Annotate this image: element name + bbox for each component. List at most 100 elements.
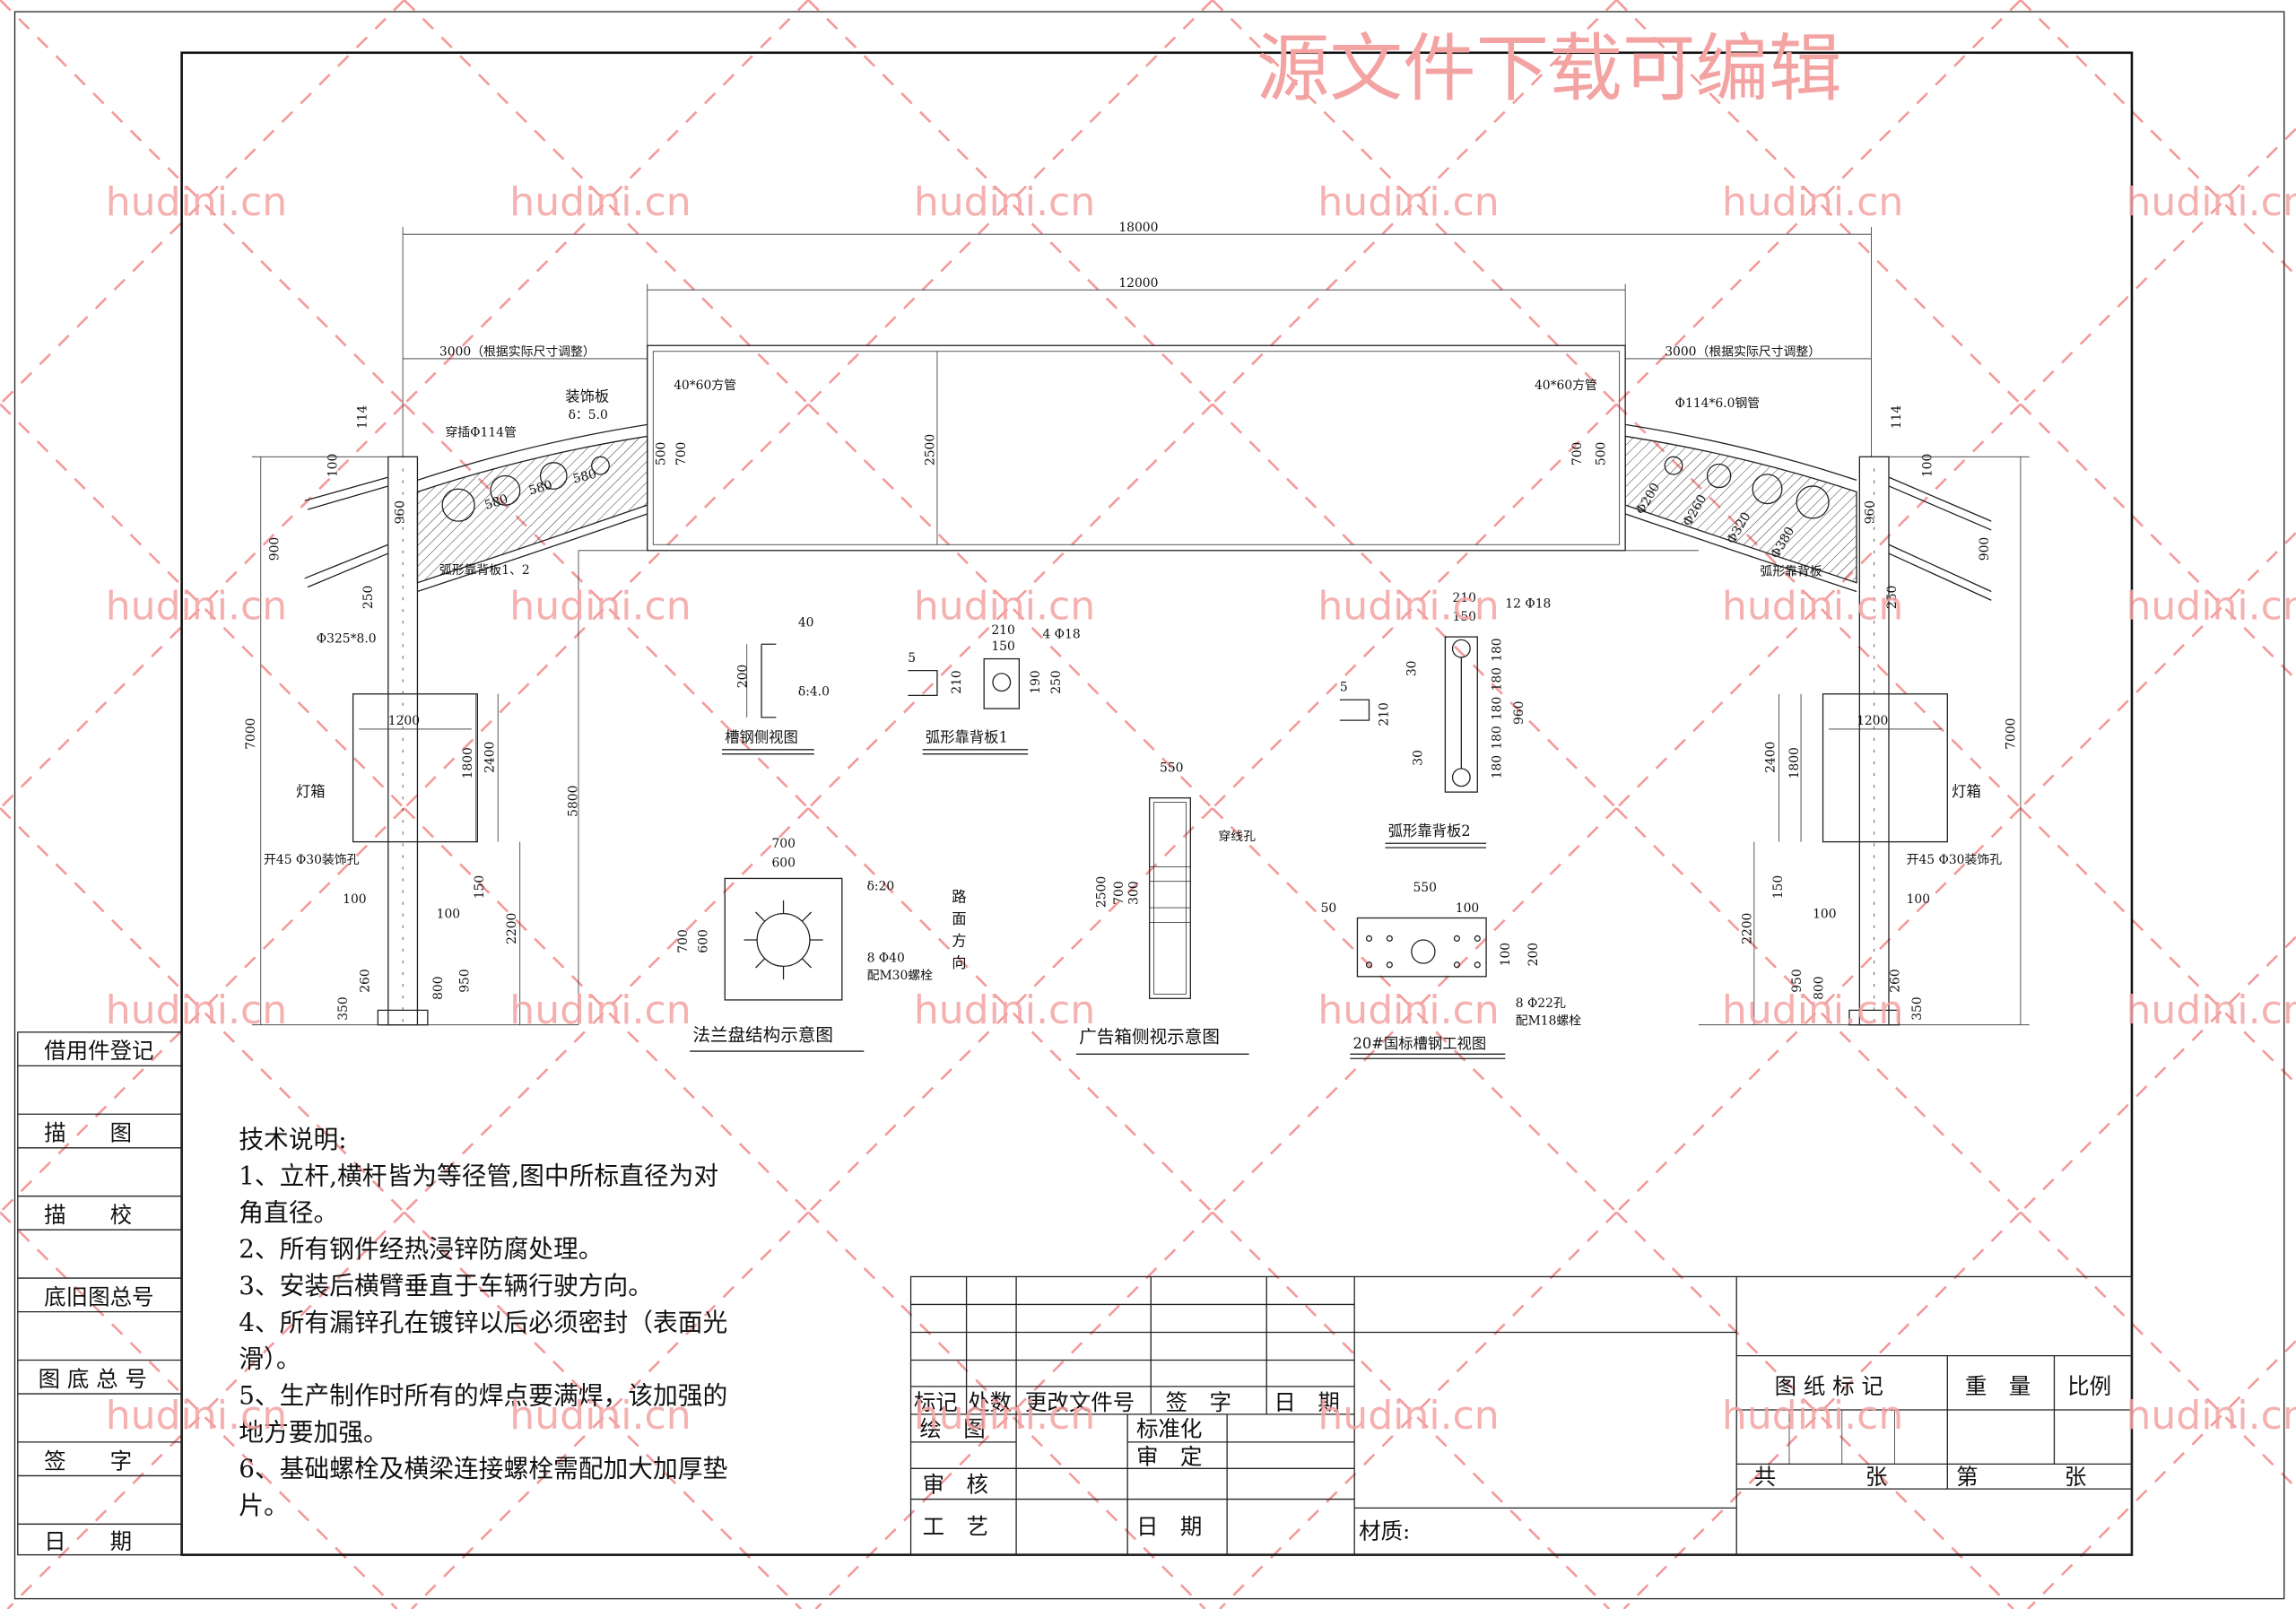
- dim-thickness: δ:4.0: [798, 684, 830, 699]
- label-checked: 审 核: [923, 1471, 988, 1497]
- main-elevation: 18000 12000 3000（根据实际尺寸调整） 3000（根据实际尺寸调整…: [244, 221, 2030, 1026]
- label-total: 共: [1754, 1464, 1776, 1490]
- rev-header: 签 字: [1166, 1389, 1231, 1415]
- watermark-site: hudini.cn: [2126, 1393, 2296, 1439]
- dim-lamp-h2: 2400: [483, 742, 497, 773]
- watermark-site: hudini.cn: [914, 987, 1095, 1033]
- detail-channel-front: 550 50 100 100 200 8 Φ22孔 配M18螺栓 20#国标槽钢…: [1321, 881, 1582, 1059]
- watermark-line: [0, 807, 405, 1213]
- watermark-line: [403, 403, 810, 810]
- dim-total-height: 7000: [244, 718, 258, 750]
- watermark-site: hudini.cn: [509, 987, 691, 1033]
- dim-250: 250: [361, 586, 376, 609]
- dim-100: 100: [437, 908, 460, 922]
- note-line: 地方要加强。: [239, 1417, 388, 1447]
- watermark-line: [403, 1211, 803, 1609]
- watermark-line: [1211, 403, 1618, 810]
- watermark-line: [410, 1211, 810, 1609]
- dim-pitch: 180: [1490, 726, 1504, 749]
- dim-100: 100: [1813, 908, 1836, 922]
- watermark-line: [1615, 403, 2022, 810]
- dim-edge: 30: [1411, 750, 1425, 766]
- dim-height: 2500: [1095, 876, 1109, 908]
- watermark-line: [807, 0, 1213, 405]
- watermark-site: hudini.cn: [2126, 987, 2296, 1033]
- watermark-title: 源文件下载可编辑: [1257, 26, 1842, 111]
- watermark-site: hudini.cn: [2126, 584, 2296, 630]
- dim-height: 960: [1512, 701, 1526, 725]
- dim-100: 100: [1920, 454, 1935, 477]
- label-deco-holes: 开45 Φ30装饰孔: [264, 853, 360, 867]
- reg-label: 图 底 总 号: [39, 1366, 147, 1392]
- watermark-line: [1211, 807, 1618, 1213]
- watermark-site: hudini.cn: [1722, 1393, 1903, 1439]
- watermark-line: [807, 0, 1213, 405]
- watermark-line: [1211, 403, 1618, 810]
- dim-spacing: 580: [483, 491, 509, 512]
- dim-height: 700: [676, 929, 691, 952]
- dim-height: 100: [1499, 943, 1513, 966]
- dim-lamp-h2: 2400: [1764, 742, 1779, 773]
- watermark-line: [0, 807, 405, 1213]
- dim-edge: 30: [1405, 661, 1420, 677]
- dim-150: 150: [1771, 875, 1786, 899]
- watermark-line: [1211, 0, 1618, 405]
- dim-lamp-h1: 1800: [461, 747, 475, 778]
- reg-label: 描 图: [44, 1120, 132, 1146]
- watermark-line: [2019, 403, 2296, 681]
- watermark-line: [807, 807, 1213, 1213]
- road-direction: 路: [952, 889, 966, 906]
- notes-heading: 技术说明:: [239, 1125, 346, 1154]
- note-line: 4、所有漏锌孔在镀锌以后必须密封（表面光: [239, 1308, 727, 1337]
- label-deco-plate: 装饰板: [565, 387, 609, 404]
- watermark-line: [2019, 1211, 2296, 1489]
- rev-header: 处数: [968, 1389, 1012, 1415]
- label-holes: 8 Φ22孔: [1516, 996, 1566, 1011]
- dim-pitch: 180: [1490, 697, 1504, 720]
- registration-column: 借用件登记 描 图 描 校 底旧图总号 图 底 总 号 签 字 日 期: [17, 1031, 183, 1556]
- dim-pitch: 180: [1490, 755, 1504, 778]
- dim-pitch: 100: [1456, 901, 1479, 916]
- label-process: 工 艺: [923, 1514, 988, 1540]
- watermark-site: hudini.cn: [914, 584, 1095, 630]
- dim-114: 114: [355, 405, 370, 430]
- right-lamp-box: [1822, 693, 1948, 843]
- right-deco-plate: [1624, 435, 1857, 584]
- road-direction: 向: [952, 954, 966, 971]
- watermark-site: hudini.cn: [1722, 179, 1903, 225]
- dim-height: 250: [1049, 670, 1064, 693]
- dim-950: 950: [458, 969, 473, 992]
- watermark-line: [403, 807, 810, 1213]
- note-line: 3、安装后横臂垂直于车辆行驶方向。: [239, 1271, 653, 1300]
- reg-label: 描 校: [44, 1202, 132, 1228]
- view-title: 槽钢侧视图: [725, 729, 798, 746]
- watermark-line: [0, 403, 405, 810]
- dim-spacing: 580: [571, 467, 598, 487]
- dim-960: 960: [394, 500, 408, 524]
- dim-width: 210: [991, 623, 1014, 638]
- title-block: 标记 处数 更改文件号 签 字 日 期 绘 图 标准化 审 定 审 核 工 艺 …: [909, 1275, 2133, 1556]
- dim-800: 800: [1813, 976, 1827, 999]
- dim-960: 960: [1864, 500, 1878, 524]
- watermark-site: hudini.cn: [106, 987, 287, 1033]
- watermark-site: hudini.cn: [914, 1393, 1095, 1439]
- watermark-line: [403, 403, 810, 810]
- watermark-line: [1622, 1211, 2022, 1609]
- dim-width: 150: [991, 639, 1014, 654]
- watermark-line: [1615, 403, 2022, 810]
- reg-label: 签 字: [44, 1448, 132, 1474]
- label-material: 材质:: [1359, 1518, 1410, 1544]
- dim-900: 900: [1978, 537, 1992, 561]
- watermark-site: hudini.cn: [1318, 987, 1499, 1033]
- watermark-line: [1615, 807, 2022, 1213]
- detail-billboard-side: 550 穿线孔 2500 700 300 广告箱侧视示意图: [1076, 761, 1256, 1055]
- rev-header: 标记: [914, 1389, 958, 1415]
- label-bolts: 配M18螺栓: [1516, 1014, 1582, 1029]
- watermark-line: [1211, 0, 1618, 405]
- watermark-site: hudini.cn: [1318, 1393, 1499, 1439]
- dim-250: 250: [1885, 586, 1900, 609]
- note-line: 6、基础螺栓及横梁连接螺栓需配加大加厚垫: [239, 1454, 727, 1483]
- dim-800: 800: [431, 976, 446, 999]
